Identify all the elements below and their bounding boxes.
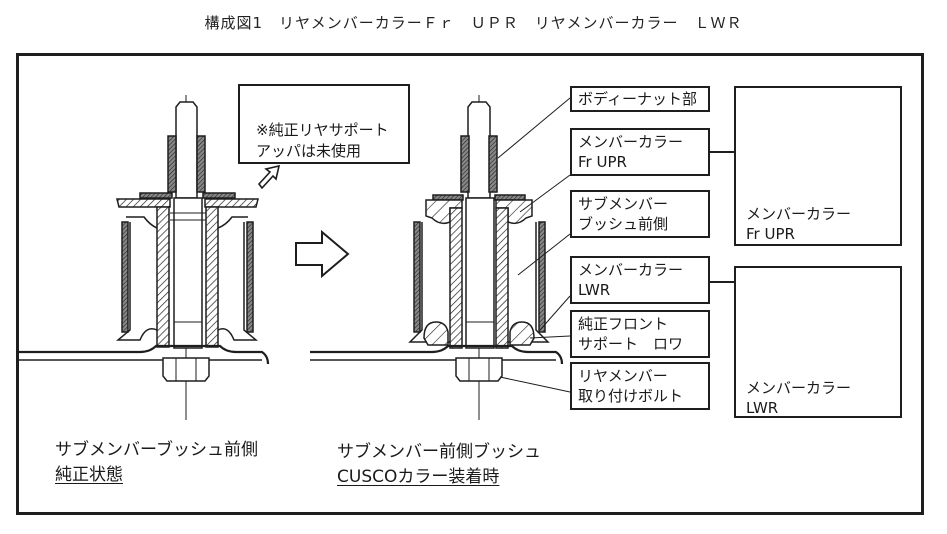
body-nut-left [167, 135, 177, 193]
figure-title: 構成図1 リヤメンバーカラーＦｒ ＵＰＲ リヤメンバーカラー ＬＷＲ [204, 14, 743, 32]
oem-upper-support-right [204, 198, 259, 208]
callout-text: サポート ロワ [578, 335, 684, 353]
caption-line-1: サブメンバーブッシュ前側 [55, 440, 258, 460]
callout-text: メンバーカラー [578, 261, 684, 279]
inner-sleeve-right [205, 206, 219, 348]
caption-cusco: サブメンバー前側ブッシュ CUSCOカラー装着時 [337, 440, 541, 490]
callout-text: Fr UPR [578, 153, 627, 171]
bolt-shank [465, 197, 495, 349]
photo-caption: メンバーカラー [746, 379, 852, 397]
right-arrow-outline-icon [295, 229, 350, 279]
bolt-shank [173, 197, 203, 349]
inner-sleeve-right [495, 207, 509, 349]
photo-caption: メンバーカラー [746, 205, 852, 223]
callout-text: ブッシュ前側 [578, 215, 669, 233]
member-collar-lwr-right [509, 321, 535, 346]
outer-shell-right [246, 221, 254, 333]
callout-text: 純正フロント [578, 315, 669, 333]
caption-oem: サブメンバーブッシュ前側 純正状態 [55, 438, 258, 488]
photo-caption: Fr UPR [746, 225, 795, 243]
oem-assembly [18, 95, 270, 420]
body-nut-left [460, 135, 470, 193]
photo-connectors [706, 151, 734, 283]
member-collar-lwr-left [423, 321, 449, 346]
callout-text: ボディーナット部 [578, 90, 697, 108]
callout-rear-member-mount-bolt: リヤメンバー 取り付けボルト [570, 362, 710, 410]
outer-shell-left [413, 221, 421, 333]
stud-bolt [175, 101, 198, 199]
hex-nut [162, 357, 210, 382]
diagram-frame [16, 53, 924, 515]
outer-shell-right [538, 221, 546, 333]
hex-nut [455, 357, 503, 382]
note-line-2: アッパは未使用 [256, 142, 362, 160]
inner-sleeve-left [449, 207, 463, 349]
caption-line-2: CUSCOカラー装着時 [337, 467, 500, 487]
oem-upper-support-left [116, 198, 171, 208]
caption-line-1: サブメンバー前側ブッシュ [337, 442, 541, 462]
callout-text: サブメンバー [578, 195, 669, 213]
photo-caption: LWR [746, 399, 779, 417]
outer-shell-left [121, 221, 129, 333]
stud-bolt [467, 101, 491, 199]
pointer-arrow-outline-icon [257, 164, 281, 190]
callout-text: LWR [578, 281, 611, 299]
body-nut-right [196, 135, 206, 193]
callout-text: リヤメンバー [578, 367, 668, 385]
caption-line-2: 純正状態 [55, 465, 123, 485]
photo-member-collar-lwr: メンバーカラー LWR [734, 266, 902, 418]
inner-sleeve-left [156, 206, 170, 348]
callout-member-collar-lwr: メンバーカラー LWR [570, 256, 710, 304]
cusco-assembly [310, 95, 564, 420]
callout-body-nut: ボディーナット部 [570, 86, 710, 112]
callout-text: メンバーカラー [578, 133, 684, 151]
callout-member-collar-fr-upr: メンバーカラー Fr UPR [570, 128, 710, 176]
callout-text: 取り付けボルト [578, 387, 684, 405]
callout-oem-front-support-lower: 純正フロント サポート ロワ [570, 310, 710, 358]
leader-lines [497, 97, 571, 393]
photo-member-collar-fr-upr: メンバーカラー Fr UPR [734, 86, 902, 246]
body-nut-right [488, 135, 498, 193]
oem-upper-support-note: ※純正リヤサポート アッパは未使用 [238, 84, 410, 164]
note-line-1: ※純正リヤサポート [256, 121, 389, 139]
callout-sub-member-bush-front: サブメンバー ブッシュ前側 [570, 190, 710, 238]
